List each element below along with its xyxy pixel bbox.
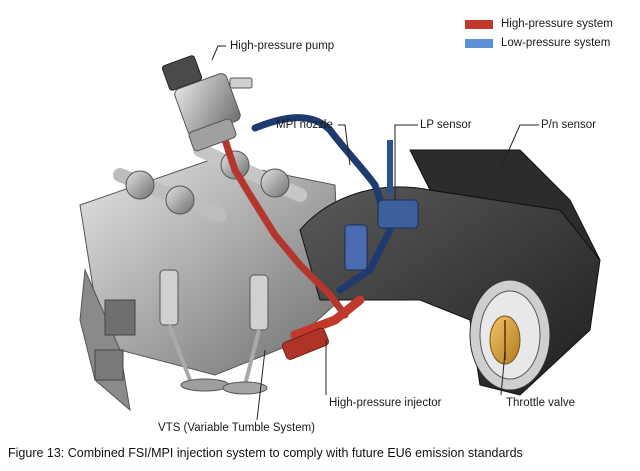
label-pn-sensor: P/n sensor (541, 119, 596, 131)
legend-high-pressure: High-pressure system (465, 17, 613, 31)
throttle-valve-disc (489, 315, 521, 365)
label-vts: VTS (Variable Tumble System) (158, 422, 316, 434)
low-pressure-line (251, 114, 419, 294)
legend-high-pressure-swatch (465, 19, 493, 29)
label-high-pressure-pump: High-pressure pump (230, 40, 335, 52)
high-pressure-pump (161, 55, 253, 152)
legend-low-pressure: Low-pressure system (465, 36, 610, 50)
figure-caption: Figure 13: Combined FSI/MPI injection sy… (8, 446, 523, 460)
legend-high-pressure-label: High-pressure system (501, 18, 613, 30)
leader-mpi-nozzle (338, 124, 351, 166)
leader-vts (256, 349, 266, 421)
label-throttle-valve: Throttle valve (506, 397, 576, 409)
valve-springs (159, 269, 269, 395)
cylinder-head (79, 159, 341, 412)
leader-lp-sensor (394, 124, 418, 200)
intake-manifold (299, 149, 601, 396)
label-high-pressure-injector: High-pressure injector (329, 397, 442, 409)
leader-throttle-valve (500, 351, 506, 396)
legend-low-pressure-swatch (465, 38, 493, 48)
leader-lines (211, 45, 539, 421)
legend-low-pressure-label: Low-pressure system (501, 37, 611, 49)
label-lp-sensor: LP sensor (420, 119, 472, 131)
label-mpi-nozzle: MPI nozzle (276, 119, 333, 131)
leader-pn-sensor (499, 124, 539, 171)
leader-hp-pump (211, 45, 226, 61)
high-pressure-line (221, 136, 365, 360)
